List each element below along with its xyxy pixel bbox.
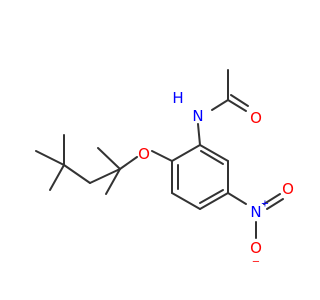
bond-ring-4 (171, 192, 201, 210)
bond-nitro-o-double-b (266, 198, 284, 210)
nitro-single-oxygen-label: O (250, 239, 262, 257)
bond-carbonyl-o-b (230, 94, 249, 107)
bond-ring-nitro-n (227, 192, 247, 205)
amide-nitrogen-label: N (192, 107, 203, 125)
bond-ring-1 (199, 144, 229, 162)
bond-ring-6 (171, 144, 201, 162)
nitro-nitrogen-charge: + (261, 199, 269, 210)
bond-carbonyl-n (211, 99, 229, 111)
bond-layer (35, 69, 284, 239)
ether-oxygen-label: O (138, 145, 150, 163)
structure-diagram: N H O O N + O O − (35, 69, 294, 268)
bond-tbutyl-methyl-c (49, 164, 65, 191)
bond-carbonyl-o-a (227, 99, 247, 112)
bond-quat-methyl-b (105, 168, 121, 195)
bond-ch2-tbutyl (63, 164, 91, 184)
nitro-nitrogen-label: N (250, 203, 261, 221)
molecule-canvas: N H O O N + O O − (35, 69, 294, 268)
bond-tbutyl-methyl-b (35, 150, 65, 166)
bond-ring-3 (199, 192, 229, 210)
bond-ring-inner-2 (199, 189, 224, 204)
bond-ring-inner-1 (200, 150, 224, 165)
bond-quat-methyl-a (97, 147, 121, 170)
bond-quat-ch2 (89, 168, 121, 184)
bond-ring-ether-o (151, 150, 173, 162)
nitro-double-oxygen-label: O (282, 180, 294, 198)
nitro-oxygen-charge: − (252, 257, 260, 268)
bond-n-ring (197, 123, 201, 146)
amide-hydrogen-label: H (172, 89, 183, 107)
bond-ether-o-quat (119, 156, 138, 170)
carbonyl-oxygen-label: O (250, 109, 262, 127)
bond-nitro-o-double-a (263, 193, 281, 205)
